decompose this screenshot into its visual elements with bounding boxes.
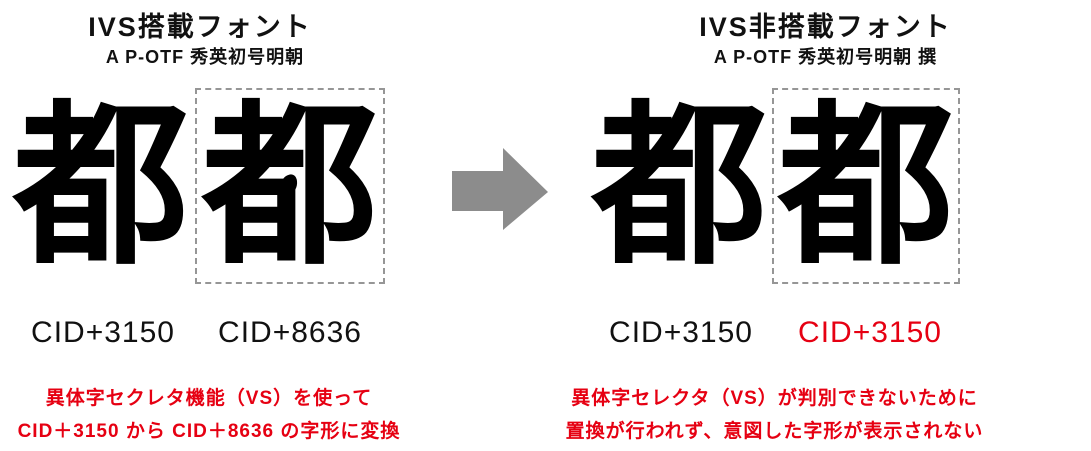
cid-label: CID+8636: [218, 316, 362, 349]
panel-title: IVS非搭載フォント: [699, 12, 952, 42]
ivs-font-panel: IVS搭載フォント A P-OTF 秀英初号明朝 都 都 CID+3150 CI…: [0, 0, 440, 451]
glyph-char: 都: [591, 82, 768, 289]
cid-label: CID+3150: [31, 316, 175, 349]
glyph-default: 都: [588, 88, 771, 284]
panel-subtitle: A P-OTF 秀英初号明朝 撰: [713, 47, 938, 67]
cid-label-error: CID+3150: [798, 316, 942, 349]
glyph-char: 都: [777, 82, 954, 289]
caption-line-1: 異体字セレクタ（VS）が判別できないために: [571, 388, 978, 409]
caption-line-1: 異体字セクレタ機能（VS）を使って: [45, 388, 373, 409]
glyph-default: 都: [8, 88, 194, 284]
glyph-char: 都: [12, 82, 189, 289]
panel-title: IVS搭載フォント: [88, 12, 312, 42]
right-arrow-icon: [452, 147, 552, 235]
cid-label: CID+3150: [609, 316, 753, 349]
caption-line-2: CID＋3150 から CID＋8636 の字形に変換: [17, 421, 401, 442]
caption-line-2: 置換が行われず、意図した字形が表示されない: [565, 421, 984, 442]
panel-subtitle: A P-OTF 秀英初号明朝: [105, 47, 305, 67]
non-ivs-font-panel: IVS非搭載フォント A P-OTF 秀英初号明朝 撰 都 都 CID+3150…: [560, 0, 1091, 451]
glyph-unsubstituted-boxed: 都: [772, 88, 960, 284]
glyph-variant-boxed: 都: [195, 88, 385, 284]
